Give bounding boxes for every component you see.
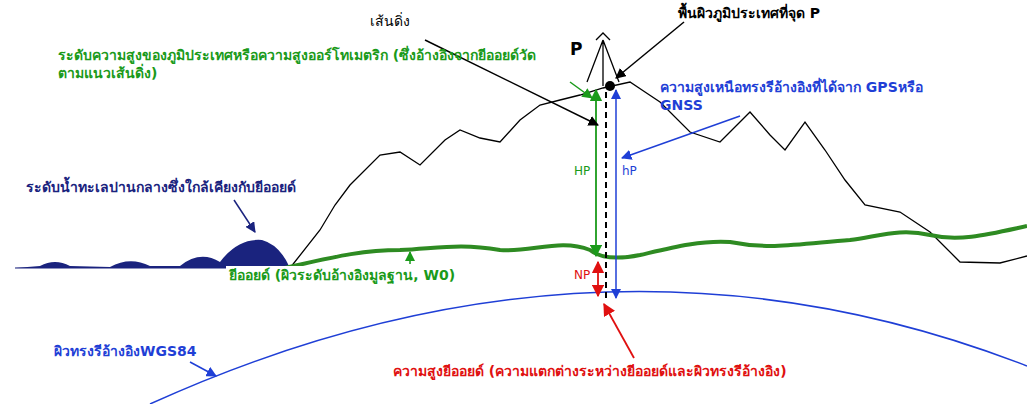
point-label: P — [570, 38, 582, 60]
terrain-profile — [290, 82, 1027, 268]
geoid-height-label: ความสูงยีออยด์ (ความแตกต่างระหว่างยีออยด… — [390, 362, 790, 380]
ellipsoidal-height-label: ความสูงเหนือทรงรีอ้างอิงที่ได้จาก GPSหรื… — [660, 78, 960, 114]
ellipsoidal-height-arrow — [615, 90, 617, 298]
leader-geoid-height — [604, 304, 634, 358]
geoid-height-arrow — [597, 262, 599, 296]
sea-waves — [15, 240, 290, 268]
ellipsoid-surface — [150, 292, 1027, 404]
survey-target — [596, 33, 610, 40]
height-symbol: NP — [574, 268, 590, 284]
orthometric-height-label: ระดับความสูงของภูมิประเทศหรือความสูงออร์… — [58, 46, 558, 82]
leader-orthometric — [570, 82, 592, 98]
geoid-surface — [285, 226, 1027, 268]
leader-ellipsoidal — [622, 116, 740, 158]
terrain-point-label: พื้นผิวภูมิประเทศที่จุด P — [678, 4, 820, 22]
point-p — [605, 81, 615, 91]
plumb-line-label: เส้นดิ่ง — [370, 12, 410, 30]
leader-ellipsoid — [190, 362, 216, 376]
leader-terrain-point — [616, 22, 684, 78]
sea-level-label: ระดับน้ำทะเลปานกลางซึ่งใกล้เคียงกับยีออย… — [26, 178, 296, 196]
survey-tripod — [587, 40, 619, 86]
height-symbol: HP — [574, 164, 590, 180]
leader-sea-level — [234, 200, 255, 232]
orthometric-height-arrow — [595, 90, 597, 256]
plumb-line — [605, 92, 607, 298]
height-symbol: hP — [622, 164, 637, 180]
geoid-label: ยีออยด์ (ผิวระดับอ้างอิงมูลฐาน, W0) — [226, 266, 458, 284]
leader-geoid — [409, 252, 411, 264]
ellipsoid-label: ผิวทรงรีอ้างอิงWGS84 — [54, 342, 197, 360]
